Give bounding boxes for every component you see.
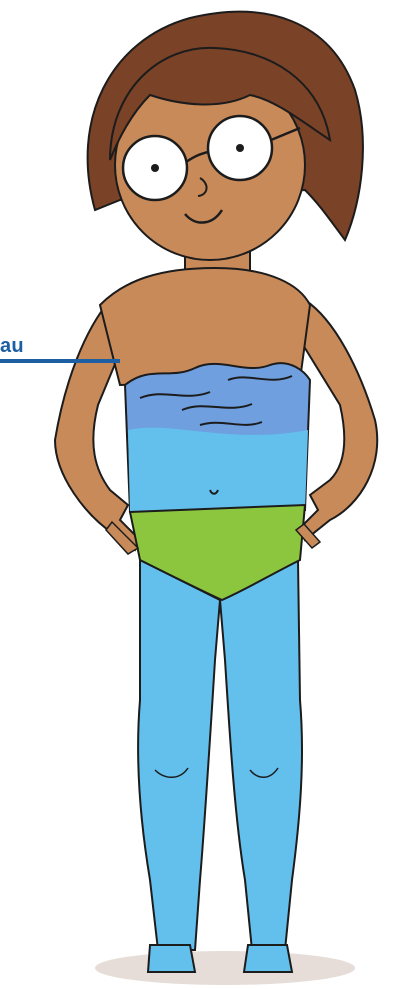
right-foot (244, 945, 292, 972)
callout-line (0, 359, 120, 363)
right-pupil (236, 144, 244, 152)
water-torso-light (128, 428, 308, 512)
left-pupil (151, 164, 159, 172)
ground-shadow (95, 951, 355, 985)
right-leg (220, 560, 302, 950)
left-foot (148, 945, 195, 972)
left-leg (138, 560, 220, 950)
right-arm (300, 300, 377, 540)
callout-label: au (0, 335, 24, 357)
